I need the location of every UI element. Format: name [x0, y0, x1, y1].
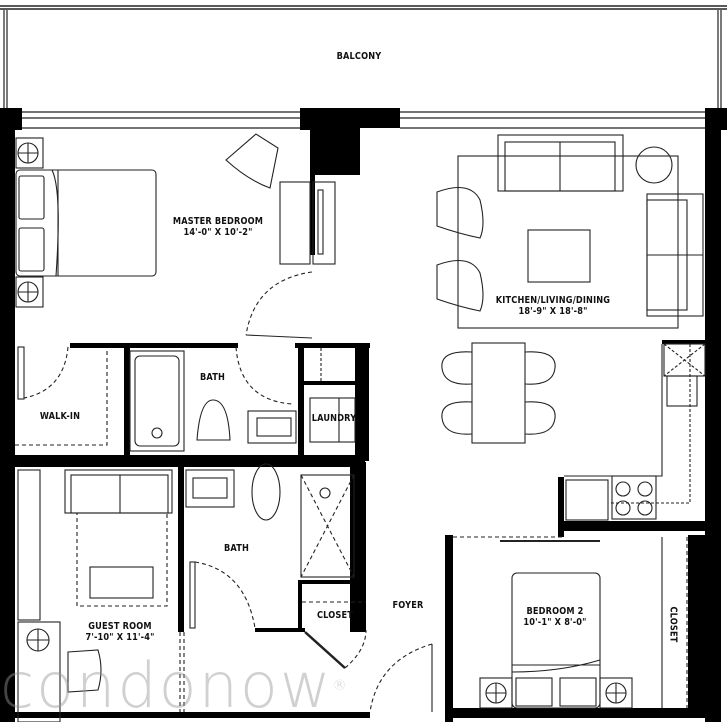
room-name: CLOSET	[316, 610, 354, 621]
room-bath-2: BATH	[218, 543, 255, 554]
room-size: 7'-10" X 11'-4"	[85, 632, 155, 643]
room-guest-room: GUEST ROOM 7'-10" X 11'-4"	[79, 621, 161, 643]
room-laundry: LAUNDRY	[309, 413, 358, 424]
room-bedroom-2: BEDROOM 2 10'-1" X 8'-0"	[518, 606, 592, 628]
room-name: GUEST ROOM	[88, 621, 152, 632]
room-closet-1: CLOSET	[310, 610, 359, 621]
room-closet-2: CLOSET	[668, 604, 679, 645]
room-size: 14'-0" X 10'-2"	[183, 227, 253, 238]
room-master-bedroom: MASTER BEDROOM 14'-0" X 10'-2"	[165, 216, 272, 238]
room-bath-1: BATH	[194, 372, 231, 383]
room-name: CLOSET	[667, 606, 679, 643]
room-name: LAUNDRY	[311, 413, 357, 424]
watermark: condonow®	[0, 655, 349, 717]
room-foyer: FOYER	[388, 600, 429, 611]
walls	[0, 108, 727, 722]
room-name: WALK-IN	[39, 411, 81, 422]
room-kitchen-living-dining: KITCHEN/LIVING/DINING 18'-9" X 18'-8"	[492, 295, 615, 317]
room-name: FOYER	[392, 600, 424, 611]
registered-mark-icon: ®	[332, 678, 349, 694]
room-name: MASTER BEDROOM	[172, 216, 264, 227]
room-name: BATH	[199, 372, 226, 383]
room-walk-in: WALK-IN	[35, 411, 84, 422]
watermark-text: condonow	[0, 649, 333, 722]
room-name: BALCONY	[336, 51, 382, 62]
room-name: BEDROOM 2	[526, 606, 584, 617]
room-size: 18'-9" X 18'-8"	[518, 306, 588, 317]
room-name: KITCHEN/LIVING/DINING	[495, 295, 611, 306]
balcony-label: BALCONY	[334, 51, 383, 62]
room-size: 10'-1" X 8'-0"	[523, 617, 587, 628]
room-name: BATH	[223, 543, 250, 554]
